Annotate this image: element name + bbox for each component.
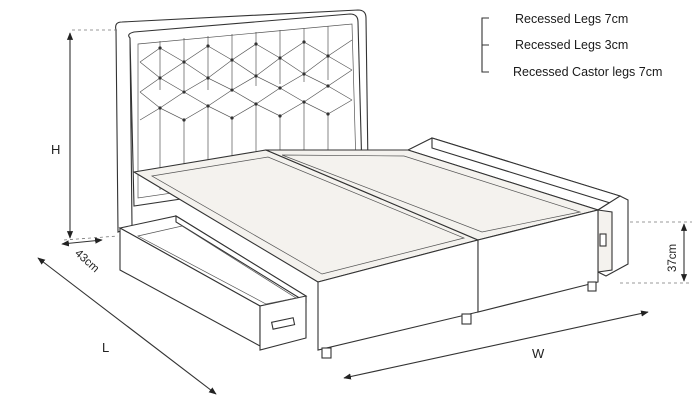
legend-item-recessed-castor-legs-7cm: Recessed Castor legs 7cm — [513, 65, 662, 79]
dimension-base-height: 37cm — [620, 221, 692, 284]
legend-bracket — [481, 17, 489, 73]
dimension-height: H — [51, 29, 119, 241]
width-label: W — [532, 346, 545, 361]
legs-legend: Recessed Legs 7cm Recessed Legs 3cm Rece… — [481, 12, 662, 79]
left-drawer-handle — [270, 317, 296, 330]
legend-item-recessed-legs-3cm: Recessed Legs 3cm — [515, 38, 628, 52]
base-height-label: 37cm — [667, 244, 679, 272]
height-label: H — [51, 142, 60, 157]
length-label: L — [102, 340, 109, 355]
dimension-length: L — [37, 257, 217, 395]
right-drawer — [406, 137, 629, 277]
drawer-depth-label: 43cm — [72, 247, 101, 275]
tufted-pattern — [139, 39, 353, 190]
dimension-drawer-depth: 43cm — [61, 237, 103, 275]
leg-side-back — [587, 281, 597, 292]
dimension-width: W — [343, 310, 649, 380]
leg-front-mid — [461, 313, 472, 325]
leg-front-left — [321, 347, 332, 359]
legend-item-recessed-legs-7cm: Recessed Legs 7cm — [515, 12, 628, 26]
right-drawer-handle — [599, 233, 607, 247]
